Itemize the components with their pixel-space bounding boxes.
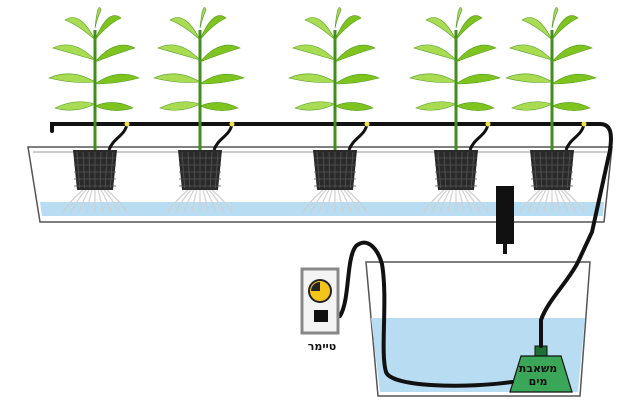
leaf bbox=[304, 17, 336, 41]
leaf bbox=[455, 7, 463, 29]
leaf bbox=[455, 44, 497, 63]
plant bbox=[409, 7, 501, 213]
leaf bbox=[94, 44, 136, 63]
leaf bbox=[455, 102, 495, 111]
leaf bbox=[52, 44, 96, 61]
leaf bbox=[551, 102, 591, 111]
leaf bbox=[425, 17, 457, 41]
pump-label-line2: מים bbox=[528, 375, 548, 388]
leaf bbox=[551, 44, 593, 63]
leaf bbox=[415, 101, 457, 111]
leaf bbox=[294, 101, 336, 111]
timer-icon bbox=[300, 267, 340, 335]
leaf bbox=[455, 15, 483, 41]
power-cable bbox=[328, 240, 514, 388]
leaf bbox=[54, 101, 96, 111]
roots bbox=[167, 189, 233, 213]
plant bbox=[48, 7, 140, 213]
drip-emitter bbox=[107, 123, 129, 151]
roots bbox=[62, 189, 128, 213]
leaf bbox=[94, 7, 102, 29]
leaf bbox=[511, 101, 553, 111]
leaf bbox=[159, 101, 201, 111]
drip-emitter bbox=[212, 123, 234, 151]
leaf bbox=[199, 44, 241, 63]
leaf bbox=[455, 73, 501, 85]
leaf bbox=[292, 44, 336, 61]
leaf bbox=[551, 7, 559, 29]
leaf bbox=[157, 44, 201, 61]
leaf bbox=[334, 15, 362, 41]
leaf bbox=[334, 7, 342, 29]
timer-label: טיימר bbox=[307, 340, 337, 353]
leaf bbox=[334, 44, 376, 63]
leaf bbox=[334, 102, 374, 111]
leaf bbox=[199, 7, 207, 29]
leaf bbox=[199, 15, 227, 41]
roots bbox=[302, 189, 368, 213]
leaf bbox=[505, 73, 553, 83]
pump-label: משאבת מים bbox=[508, 362, 568, 388]
leaf bbox=[413, 44, 457, 61]
leaf bbox=[94, 102, 134, 111]
leaf bbox=[169, 17, 201, 41]
drip-emitter bbox=[347, 123, 369, 151]
leaf bbox=[509, 44, 553, 61]
leaf bbox=[64, 17, 96, 41]
leaf bbox=[409, 73, 457, 83]
pump-label-line1: משאבת bbox=[518, 362, 558, 375]
water-pump-icon bbox=[509, 345, 573, 393]
drip-emitter bbox=[468, 123, 490, 151]
leaf bbox=[48, 73, 96, 83]
leaf bbox=[551, 73, 597, 85]
plant bbox=[288, 7, 380, 213]
roots bbox=[519, 189, 585, 213]
drain-pipe bbox=[496, 186, 514, 244]
roots bbox=[423, 189, 489, 213]
pump-outlet-tube bbox=[539, 260, 580, 348]
supply-tube bbox=[50, 122, 613, 264]
leaf bbox=[199, 73, 245, 85]
leaf bbox=[153, 73, 201, 83]
drip-emitter bbox=[564, 123, 586, 151]
plant bbox=[505, 7, 597, 213]
leaf bbox=[199, 102, 239, 111]
leaf bbox=[94, 15, 122, 41]
leaf bbox=[334, 73, 380, 85]
plant bbox=[153, 7, 245, 213]
leaf bbox=[551, 15, 579, 41]
leaf bbox=[94, 73, 140, 85]
leaf bbox=[521, 17, 553, 41]
leaf bbox=[288, 73, 336, 83]
plants-group bbox=[48, 7, 597, 213]
